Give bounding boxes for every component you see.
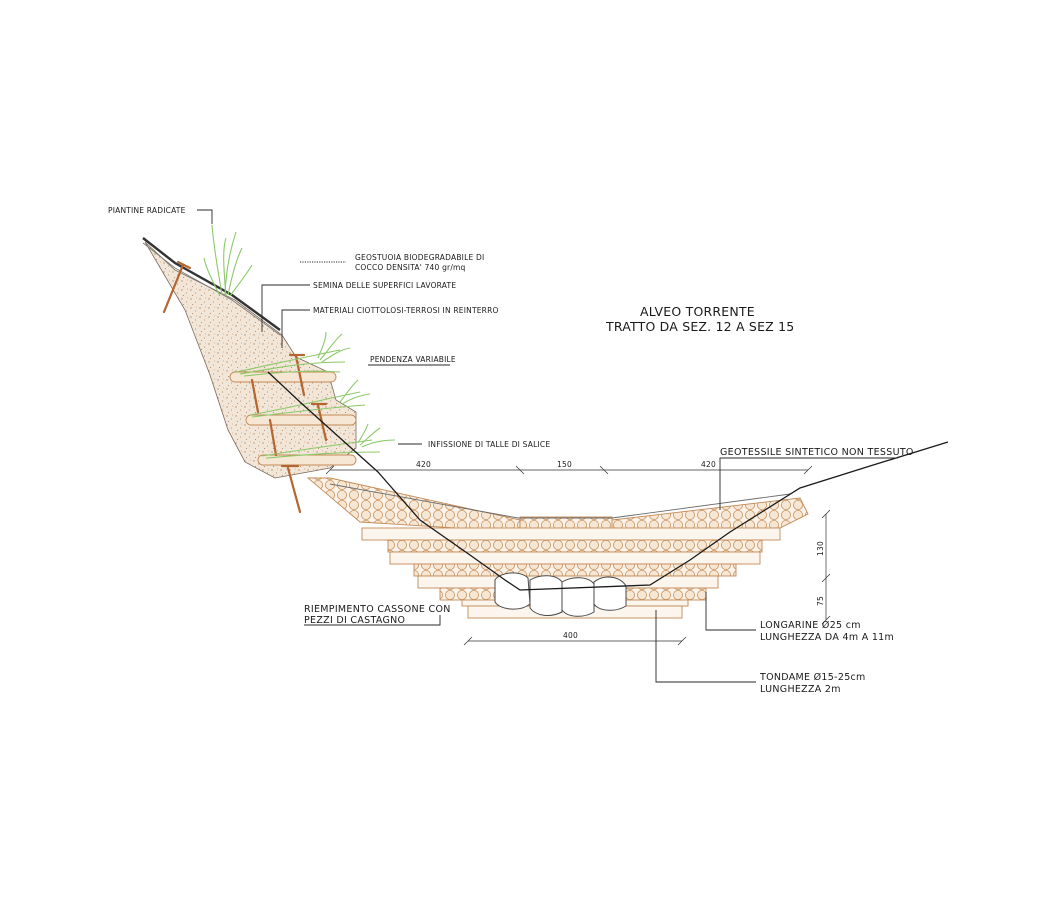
crib-top-right-slope <box>611 497 809 533</box>
label-geotessile: GEOTESSILE SINTETICO NON TESSUTO <box>720 447 914 458</box>
dim-vertical-upper: 130 <box>816 541 825 556</box>
dim-top-right: 420 <box>701 460 716 469</box>
label-riempimento-2: PEZZI DI CASTAGNO <box>304 615 405 626</box>
vegetation <box>203 224 396 459</box>
timber-crib <box>306 477 809 619</box>
label-tondame-1: TONDAME Ø15-25cm <box>759 672 866 683</box>
label-riempimento-1: RIEMPIMENTO CASSONE CON <box>304 604 451 615</box>
geotextile-line <box>329 483 791 519</box>
title-line-2: TRATTO DA SEZ. 12 A SEZ 15 <box>605 319 794 334</box>
wooden-stakes <box>162 260 328 514</box>
dim-top-left: 420 <box>416 460 431 469</box>
dim-bottom: 400 <box>563 631 578 640</box>
label-geostuoia-2: COCCO DENSITA' 740 gr/mq <box>355 263 466 272</box>
label-pendenza: PENDENZA VARIABILE <box>370 355 456 364</box>
label-longarine-1: LONGARINE Ø25 cm <box>760 620 861 631</box>
terrain-profile <box>267 371 949 591</box>
label-infissione: INFISSIONE DI TALLE DI SALICE <box>428 440 550 449</box>
label-piantine: PIANTINE RADICATE <box>108 206 186 215</box>
dimension-lines <box>325 465 831 646</box>
title-line-1: ALVEO TORRENTE <box>640 304 755 319</box>
label-longarine-2: LUNGHEZZA DA 4m A 11m <box>760 632 894 643</box>
dim-vertical-lower: 75 <box>816 596 825 606</box>
label-semina: SEMINA DELLE SUPERFICI LAVORATE <box>313 281 456 290</box>
left-bank <box>142 224 396 514</box>
label-materiali: MATERIALI CIOTTOLOSI-TERROSI IN REINTERR… <box>313 306 499 315</box>
label-geostuoia-1: GEOSTUOIA BIODEGRADABILE DI <box>355 253 484 262</box>
crib-fill-rocks <box>494 572 627 617</box>
crib-course-2 <box>387 539 763 553</box>
label-tondame-2: LUNGHEZZA 2m <box>760 684 841 695</box>
crib-course-4 <box>413 563 737 577</box>
leader-lines <box>197 209 898 683</box>
crib-course-3 <box>389 551 761 565</box>
dim-top-center: 150 <box>557 460 572 469</box>
crib-course-1 <box>361 527 781 541</box>
geomat-line <box>142 237 281 331</box>
